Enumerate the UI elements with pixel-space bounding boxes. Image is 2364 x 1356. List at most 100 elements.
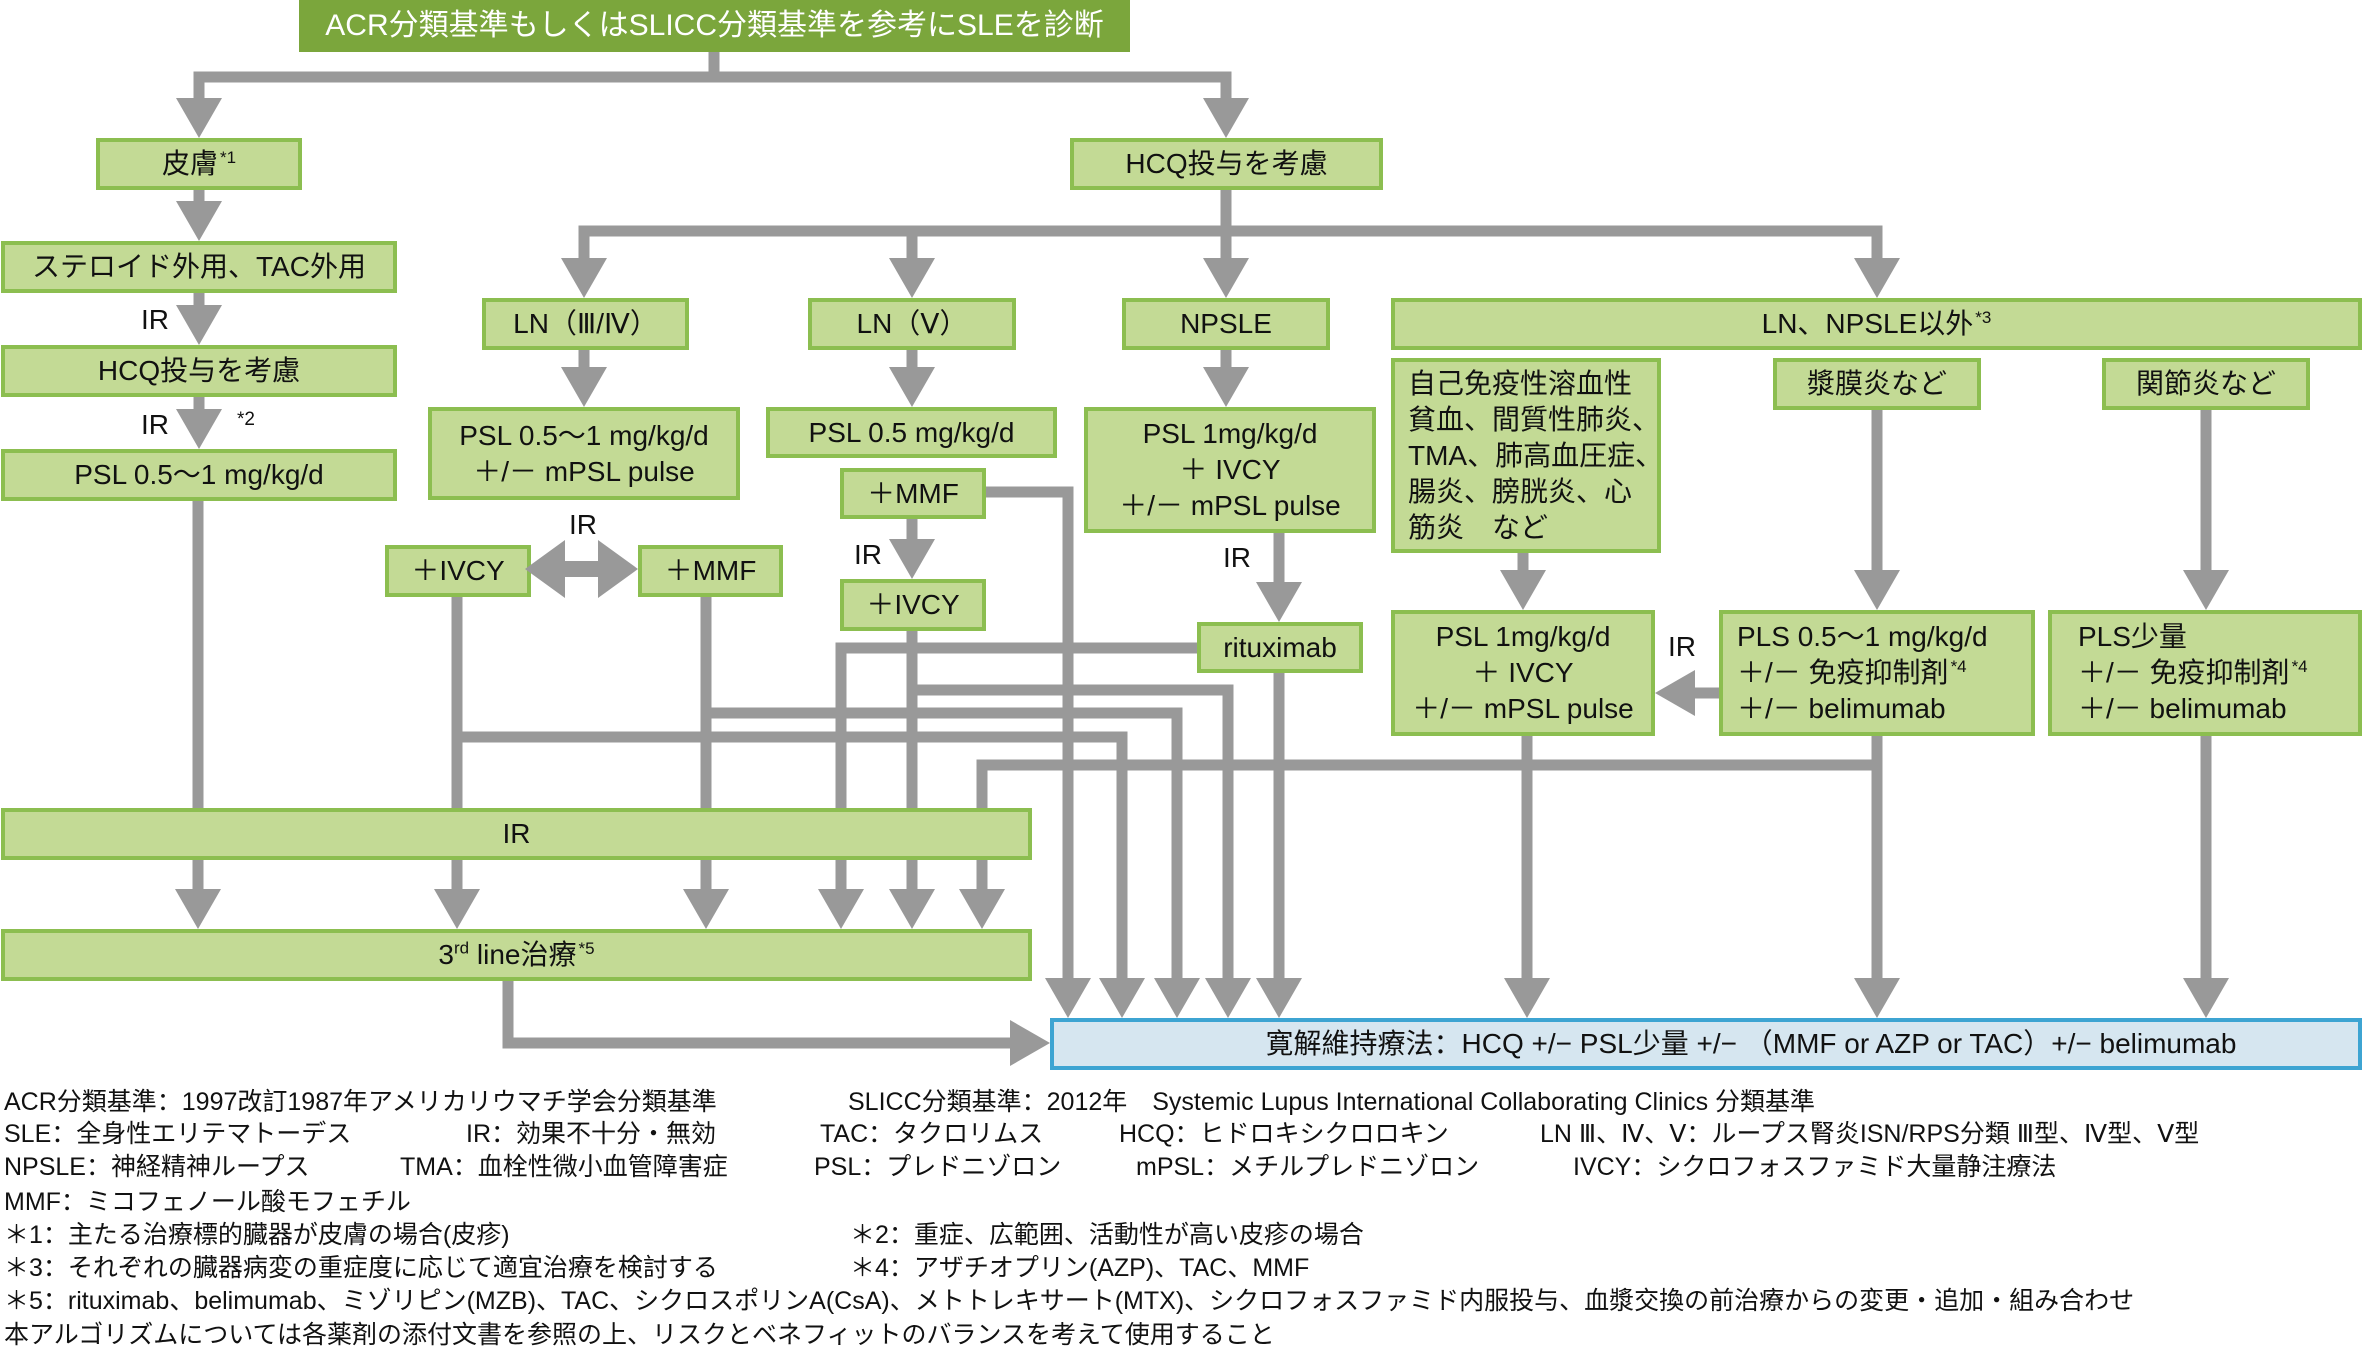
footnote-text: LN Ⅲ、Ⅳ、Ⅴ：ループス腎炎ISN/RPS分類 Ⅲ型、Ⅳ型、Ⅴ型: [1540, 1120, 2200, 1148]
node-line-2: ＋/－ 免疫抑制剤*4: [2078, 655, 2308, 691]
node-psl-skin: PSL 0.5～1 mg/kg/d: [1, 449, 397, 501]
node-arthritis: 関節炎など: [2102, 358, 2310, 410]
node-ivcy-ln34: ＋IVCY: [385, 545, 531, 597]
edge-label-ir: IR: [1223, 542, 1251, 573]
connector-line: [578, 225, 1232, 267]
node-skin: 皮膚*1: [96, 138, 302, 190]
ordinal-suffix: rd: [454, 938, 470, 958]
edge-label-ir: IR: [569, 509, 597, 540]
footnote-text: SLICC分類基準：2012年 Systemic Lupus Internati…: [848, 1088, 1816, 1116]
footnote-text: NPSLE：神経精神ループス: [4, 1153, 310, 1181]
node-line-text: ＋/－ 免疫抑制剤: [2078, 657, 2290, 688]
node-label: 関節炎など: [2135, 368, 2276, 399]
footnote-text: ACR分類基準：1997改訂1987年アメリカリウマチ学会分類基準: [4, 1088, 717, 1116]
node-line: ＋ IVCY: [1179, 454, 1281, 485]
node-line: ＋ IVCY: [1472, 657, 1574, 688]
footnote-text: ＊3：それぞれの臓器病変の重症度に応じて適宜治療を検討する: [4, 1254, 718, 1282]
node-npsle: NPSLE: [1122, 298, 1330, 350]
node-line: ＋/－ mPSL pulse: [1119, 490, 1341, 521]
ordinal-number: 3: [438, 939, 454, 970]
node-line: ＋/－ mPSL pulse: [473, 455, 695, 487]
node-line: PSL 0.5～1 mg/kg/d: [459, 419, 709, 451]
connector-line: [451, 731, 1128, 987]
node-hcq-skin: HCQ投与を考慮: [1, 345, 397, 397]
footnote-row: ＊5：rituximab、belimumab、ミゾリピン(MZB)、TAC、シク…: [0, 1285, 2364, 1317]
node-non-ln-npsle-text: LN、NPSLE以外*3: [1762, 306, 1992, 342]
connector-line: [976, 759, 1883, 898]
node-ln-3-4: LN（Ⅲ/Ⅳ）: [482, 298, 689, 350]
footnote-text: HCQ：ヒドロキシクロロキン: [1119, 1120, 1449, 1148]
node-line: PSL 1mg/kg/d: [1142, 418, 1318, 449]
footnote-row: MMF：ミコフェノール酸モフェチル: [0, 1186, 2364, 1218]
node-psl-ln34: PSL 0.5～1 mg/kg/d ＋/－ mPSL pulse: [428, 407, 740, 500]
node-severe-organs: 自己免疫性溶血性 貧血、間質性肺炎、 TMA、肺高血圧症、 腸炎、膀胱炎、心 筋…: [1391, 358, 1664, 553]
node-mmf-ln5: ＋MMF: [840, 468, 986, 519]
node-label: ＋MMF: [867, 477, 959, 509]
node-label: ＋MMF: [664, 555, 757, 586]
node-line: ＋/－ belimumab: [1737, 693, 1946, 724]
node-line-2: ＋/－ 免疫抑制剤*4: [1737, 655, 1967, 691]
node-psl-npsle: PSL 1mg/kg/d ＋ IVCY ＋/－ mPSL pulse: [1084, 407, 1376, 533]
footnote-text: ＊2：重症、広範囲、活動性が高い皮疹の場合: [850, 1221, 1364, 1249]
node-label: LN（Ⅴ）: [856, 308, 968, 339]
node-topical-steroid: ステロイド外用、TAC外用: [1, 241, 397, 293]
node-label: ステロイド外用、TAC外用: [32, 251, 366, 282]
connector-line: [502, 975, 1019, 1049]
footnote-text: ＊1：主たる治療標的臓器が皮膚の場合(皮疹): [4, 1221, 510, 1249]
edge-footnote-ref: *2: [237, 409, 255, 430]
node-label: PSL 0.5～1 mg/kg/d: [74, 459, 324, 490]
footnote-text: ＊4：アザチオプリン(AZP)、TAC、MMF: [850, 1254, 1310, 1282]
footnote-text: ＊5：rituximab、belimumab、ミゾリピン(MZB)、TAC、シク…: [4, 1287, 2135, 1315]
diagnosis-header-label: ACR分類基準もしくはSLICC分類基準を参考にSLEを診断: [325, 9, 1104, 42]
node-third-line: 3rd line治療*5: [1, 929, 1032, 981]
footnote-row: ＊3：それぞれの臓器病変の重症度に応じて適宜治療を検討する ＊4：アザチオプリン…: [0, 1252, 2364, 1284]
disclaimer-text: 本アルゴリズムについては各薬剤の添付文書を参照の上、リスクとベネフィットのバラン…: [4, 1321, 1275, 1349]
node-label: NPSLE: [1180, 308, 1272, 339]
node-rituximab: rituximab: [1197, 622, 1363, 673]
connector-line: [708, 71, 1232, 107]
node-line: PSL 1mg/kg/d: [1435, 621, 1611, 652]
footnote-row: ACR分類基準：1997改訂1987年アメリカリウマチ学会分類基準 SLICC分…: [0, 1086, 2364, 1118]
edge-label-ir: IR: [1668, 631, 1696, 662]
node-pls-arthritis: PLS少量 ＋/－ 免疫抑制剤*4 ＋/－ belimumab: [2048, 610, 2362, 736]
node-line: 自己免疫性溶血性: [1408, 367, 1633, 399]
footnote-ref: *3: [1975, 307, 1992, 327]
footnote-row: 本アルゴリズムについては各薬剤の添付文書を参照の上、リスクとベネフィットのバラン…: [0, 1319, 2364, 1351]
footnote-text: MMF：ミコフェノール酸モフェチル: [4, 1188, 411, 1216]
connector-line: [906, 684, 1234, 987]
diagnosis-header: ACR分類基準もしくはSLICC分類基準を参考にSLEを診断: [299, 0, 1130, 52]
node-line: ＋/－ mPSL pulse: [1412, 693, 1634, 724]
footnote-text: PSL：プレドニゾロン: [814, 1153, 1062, 1181]
node-label: LN、NPSLE以外: [1761, 308, 1974, 339]
node-line-text: ＋/－ 免疫抑制剤: [1737, 657, 1949, 688]
node-ln-5: LN（Ⅴ）: [808, 298, 1016, 350]
node-mmf-ln34: ＋MMF: [638, 545, 783, 597]
node-skin-text: 皮膚*1: [162, 146, 236, 182]
node-label: IR: [502, 818, 531, 849]
node-label: ＋IVCY: [866, 589, 960, 620]
node-line: 筋炎 など: [1408, 511, 1549, 543]
edge-label-ir: IR: [141, 304, 169, 335]
node-ivcy-ln5: ＋IVCY: [840, 579, 986, 631]
node-label: 漿膜炎など: [1806, 368, 1947, 399]
node-third-line-text: 3rd line治療*5: [438, 937, 594, 973]
node-label: PSL 0.5 mg/kg/d: [808, 416, 1015, 448]
edge-label-ir: IR: [141, 409, 169, 440]
node-psl-severe: PSL 1mg/kg/d ＋ IVCY ＋/－ mPSL pulse: [1391, 610, 1655, 736]
node-ir-stage: IR: [1, 808, 1032, 860]
node-label: HCQ投与を考慮: [97, 355, 301, 386]
footnote-text: mPSL：メチルプレドニゾロン: [1136, 1153, 1480, 1181]
node-hcq-main: HCQ投与を考慮: [1070, 138, 1383, 190]
footnote-text: TAC：タクロリムス: [820, 1120, 1044, 1148]
node-psl-ln5: PSL 0.5 mg/kg/d: [766, 407, 1057, 458]
node-line: 腸炎、膀胱炎、心: [1408, 475, 1633, 507]
node-line: TMA、肺高血圧症、: [1408, 439, 1664, 471]
node-label: LN（Ⅲ/Ⅳ）: [513, 308, 658, 339]
node-label: rituximab: [1223, 631, 1337, 663]
node-label: 寛解維持療法：HCQ +/− PSL少量 +/− （MMF or AZP or …: [1265, 1028, 2237, 1059]
connector-line: [980, 486, 1074, 987]
node-line: PLS少量: [2078, 621, 2187, 652]
node-label: 皮膚: [161, 148, 218, 179]
node-label: ＋IVCY: [411, 555, 505, 586]
node-label: HCQ投与を考慮: [1125, 148, 1328, 179]
